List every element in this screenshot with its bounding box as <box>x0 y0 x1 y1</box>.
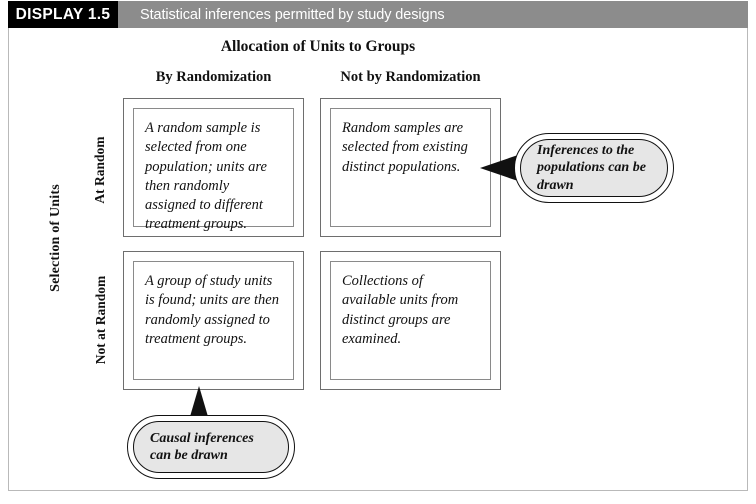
column-header-by-randomization: By Randomization <box>155 69 272 85</box>
callout-inner: Causal inferences can be drawn <box>133 421 289 473</box>
display-title-strip: Statistical inferences permitted by stud… <box>118 1 748 28</box>
column-header-not-by-randomization: Not by Randomization <box>340 69 481 85</box>
grid-cell-inner: Random samples are selected from existin… <box>330 108 491 227</box>
callout-causal-inferences: Causal inferences can be drawn <box>127 415 295 479</box>
grid-cell-notrandom-not-randomized: Collections of available units from dist… <box>320 251 501 390</box>
row-axis-label: Selection of Units <box>48 184 63 292</box>
display-header-bar: DISPLAY 1.5 Statistical inferences permi… <box>8 1 748 28</box>
grid-cell-notrandom-randomized: A group of study units is found; units a… <box>123 251 304 390</box>
callout-inner: Inferences to the populations can be dra… <box>520 139 668 197</box>
display-number-tag: DISPLAY 1.5 <box>8 1 118 28</box>
display-title-text: Statistical inferences permitted by stud… <box>140 6 445 23</box>
callout-text: Causal inferences can be drawn <box>150 430 254 464</box>
row-label-not-at-random: Not at Random <box>93 275 108 365</box>
grid-cell-text: Random samples are selected from existin… <box>342 120 468 175</box>
row-label-at-random: At Random <box>92 136 107 204</box>
grid-cell-text: Collections of available units from dist… <box>342 273 459 347</box>
grid-title: Allocation of Units to Groups <box>220 38 416 55</box>
arrow-left-icon <box>480 152 518 184</box>
grid-cell-inner: Collections of available units from dist… <box>330 261 491 380</box>
grid-cell-text: A group of study units is found; units a… <box>145 273 279 347</box>
grid-cell-inner: A group of study units is found; units a… <box>133 261 294 380</box>
arrow-up-icon <box>183 386 215 420</box>
callout-text: Inferences to the populations can be dra… <box>537 142 646 193</box>
grid-cell-text: A random sample is selected from one pop… <box>145 120 267 233</box>
grid-cell-random-not-randomized: Random samples are selected from existin… <box>320 98 501 237</box>
grid-cell-random-randomized: A random sample is selected from one pop… <box>123 98 304 237</box>
callout-inferences-to-populations: Inferences to the populations can be dra… <box>514 133 674 203</box>
grid-cell-inner: A random sample is selected from one pop… <box>133 108 294 232</box>
